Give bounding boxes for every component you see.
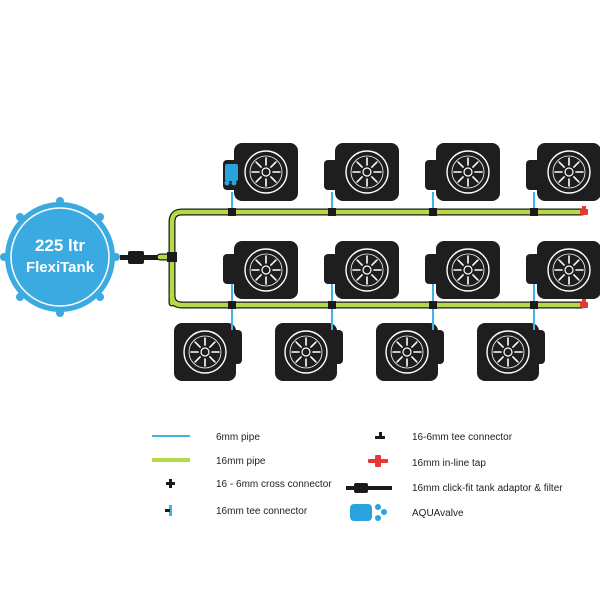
pot-icon [275,323,343,381]
legend-label-inline-tap: 16mm in-line tap [412,458,486,469]
tank-adaptor-filter [120,251,162,264]
legend-label-cross-connector: 16 - 6mm cross connector [216,479,332,490]
flexitank: 225 ltr FlexiTank [0,197,120,317]
cross-connector-icon [166,479,175,488]
legend-label-16-6mm-tee: 16-6mm tee connector [412,432,513,443]
legend-label-6mm-pipe: 6mm pipe [216,432,260,443]
tap-icon [580,299,588,308]
pot-icon [425,241,500,299]
pot-icon [425,143,500,201]
tap-icon [580,206,588,215]
tank-body [5,202,115,312]
pot-icon [174,323,242,381]
legend-label-aquavalve: AQUAvalve [412,508,464,519]
tank-adaptor-icon [346,483,392,493]
aquavalve-icon [350,504,387,521]
tee-connectors-row-1 [228,208,538,216]
pot-icon [324,143,399,201]
pot-row-1 [223,143,600,201]
tap-icon [368,455,388,467]
legend: 6mm pipe 16mm pipe 16 - 6mm cross connec… [152,432,563,521]
pot-icon [526,241,600,299]
pot-icon [223,241,298,299]
legend-label-16mm-pipe: 16mm pipe [216,456,266,467]
pot-icon [376,323,444,381]
pot-row-3 [174,323,545,381]
aquavalve-icon [224,164,238,186]
tee-connector-icon [167,252,177,262]
tank-size-label: 225 ltr [35,236,85,255]
tank-name-label: FlexiTank [26,259,95,276]
pot-icon [324,241,399,299]
pot-row-2 [223,241,600,299]
tee-connector-icon [375,432,385,439]
pipe-16mm-network [156,208,586,309]
tee-connector-icon [165,505,172,516]
pot-icon [526,143,600,201]
pot-icon [477,323,545,381]
legend-label-16mm-tee: 16mm tee connector [216,506,308,517]
legend-label-tank-adaptor: 16mm click-fit tank adaptor & filter [412,483,563,494]
cross-connectors-row-2 [228,301,538,309]
